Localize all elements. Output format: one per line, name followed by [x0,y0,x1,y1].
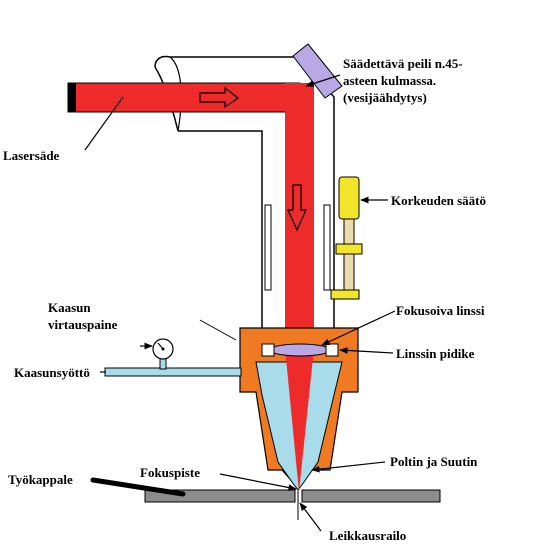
focusing-lens [269,343,331,357]
label-torch-nozzle: Poltin ja Suutin [390,454,478,469]
leader-lines [84,74,396,532]
lens-holder-right [325,343,339,357]
right-rail [323,204,331,291]
focused-beam-cone [285,348,314,492]
down-arrow-icon [287,184,307,232]
gas-feed-pipe [104,367,242,377]
adjustable-mirror [292,43,343,99]
pressure-gauge-icon [152,338,174,360]
label-focusing-lens: Fokusoiva linssi [396,303,485,318]
label-kerf: Leikkausrailo [329,528,406,543]
height-control-screw [330,176,363,300]
label-mirror-line3: (vesijäähdytys) [343,90,427,105]
left-rail [264,204,272,291]
label-gas-pressure-line2: virtauspaine [48,317,118,332]
right-arrow-icon [199,86,240,109]
workpiece-right [301,489,441,503]
label-laser-beam: Lasersäde [3,148,60,163]
label-lens-holder: Linssin pidike [396,346,475,361]
label-height-control: Korkeuden säätö [391,193,486,208]
label-gas-pressure-line1: Kaasun [48,300,91,315]
label-focus-point: Fokuspiste [140,465,200,480]
lens-holder-left [261,343,275,357]
label-mirror-line1: Säädettävä peili n.45- [343,56,463,71]
beam-source-end [68,83,76,112]
horizontal-laser-beam [67,82,301,113]
label-mirror-line2: asteen kulmassa. [343,73,436,88]
label-workpiece: Työkappale [8,472,73,487]
label-gas-feed: Kaasunsyöttö [14,365,90,380]
